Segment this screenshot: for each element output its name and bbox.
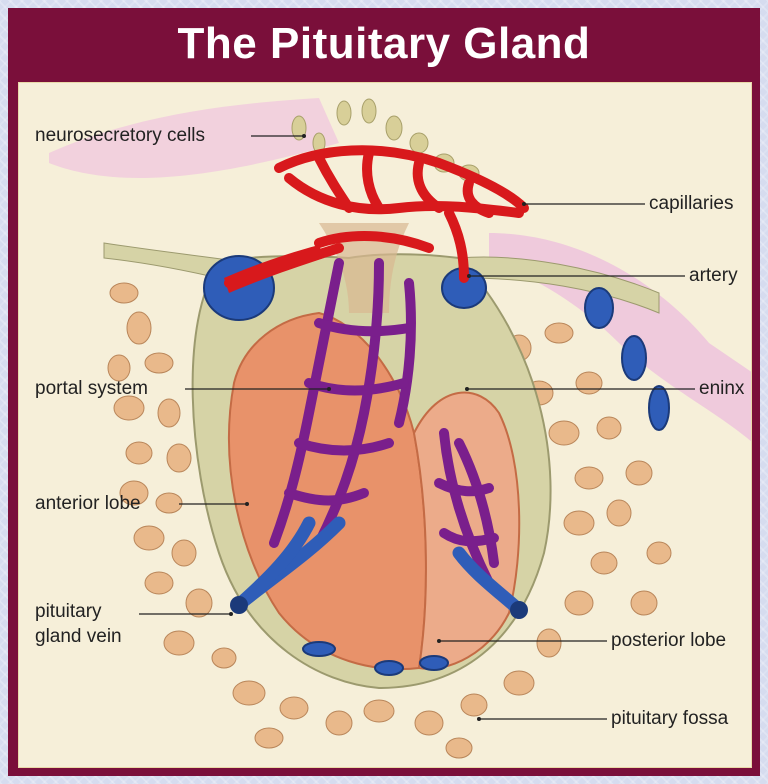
vein-opening-left — [230, 596, 248, 614]
label-pituitary-gland-vein-line2: gland vein — [35, 626, 122, 648]
label-neurosecretory-cells: neurosecretory cells — [35, 125, 205, 147]
label-capillaries: capillaries — [649, 193, 733, 215]
illustration-panel: neurosecretory cells capillaries artery … — [18, 82, 752, 768]
label-artery: artery — [689, 265, 738, 287]
label-anterior-lobe: anterior lobe — [35, 493, 141, 515]
label-portal-system: portal system — [35, 378, 148, 400]
diagram-frame: The Pituitary Gland — [8, 8, 760, 776]
label-pituitary-gland-vein-line1: pituitary — [35, 601, 102, 623]
title-bar: The Pituitary Gland — [8, 8, 760, 80]
vein-opening-right — [510, 601, 528, 619]
label-meninx: eninx — [699, 378, 744, 400]
diagram-title: The Pituitary Gland — [178, 19, 591, 69]
label-pituitary-fossa: pituitary fossa — [611, 708, 728, 730]
pituitary-illustration — [19, 83, 751, 767]
label-posterior-lobe: posterior lobe — [611, 630, 726, 652]
